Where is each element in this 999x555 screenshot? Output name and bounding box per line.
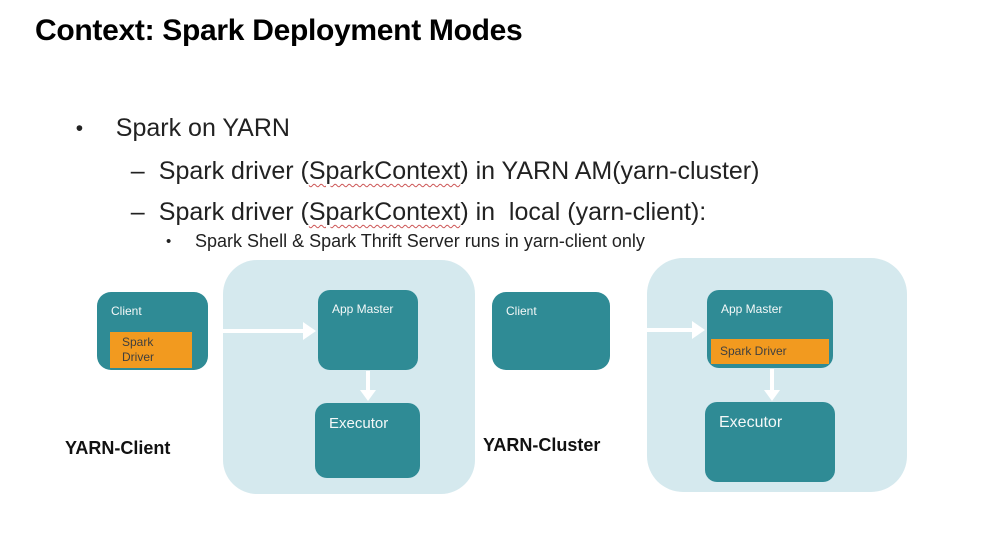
arrow-shaft xyxy=(366,371,370,392)
text-pre: Spark driver ( xyxy=(158,198,309,226)
sparkcontext-misspell-underline: SparkContext xyxy=(308,157,461,185)
dash-glyph: – xyxy=(130,157,145,185)
yarn-client-executor-box: Executor xyxy=(315,403,420,478)
yarn-client-app-master-box: App Master xyxy=(318,290,418,370)
bullet-yarn-cluster-text: Spark driver (SparkContext) in YARN AM(y… xyxy=(159,157,760,185)
arrow-head xyxy=(692,321,705,339)
arrow-right-icon xyxy=(615,319,705,341)
yarn-cluster-spark-driver-box: Spark Driver xyxy=(711,339,829,364)
sparkcontext-misspell-underline: SparkContext xyxy=(308,198,461,226)
client-box-label: Client xyxy=(506,304,537,318)
text-post: ) in YARN AM(yarn-cluster) xyxy=(460,157,760,185)
bullet-spark-on-yarn-text: Spark on YARN xyxy=(115,114,290,142)
yarn-cluster-client-box: Client xyxy=(492,292,610,370)
yarn-client-label: YARN-Client xyxy=(65,438,171,458)
arrow-head xyxy=(360,390,376,401)
text-post: ) in local (yarn-client): xyxy=(460,198,707,226)
app-master-label: App Master xyxy=(721,302,783,316)
executor-label: Executor xyxy=(719,414,783,431)
bullet-spark-shell-note: • Spark Shell & Spark Thrift Server runs … xyxy=(146,210,645,273)
yarn-cluster-label: YARN-Cluster xyxy=(483,435,601,455)
spark-driver-label: Spark Driver xyxy=(720,344,787,358)
spark-driver-label: Spark Driver xyxy=(122,335,154,364)
bullet-yarn-cluster-mode: –Spark driver (SparkContext) in YARN AM(… xyxy=(103,128,760,215)
executor-label: Executor xyxy=(329,415,389,432)
bullet-spark-on-yarn: • Spark on YARN xyxy=(48,85,290,172)
bullet-spark-shell-text: Spark Shell & Spark Thrift Server runs i… xyxy=(195,231,645,251)
bullet-yarn-client-text: Spark driver (SparkContext) in local (ya… xyxy=(159,198,706,226)
arrow-shaft xyxy=(213,329,305,333)
text-pre: Spark driver ( xyxy=(158,157,309,185)
arrow-shaft xyxy=(615,328,694,332)
arrow-down-icon xyxy=(761,369,783,401)
arrow-down-icon xyxy=(357,371,379,401)
arrow-head xyxy=(303,322,316,340)
client-box-label: Client xyxy=(111,304,142,318)
page-title: Context: Spark Deployment Modes xyxy=(35,14,523,47)
bullet-yarn-client-mode: –Spark driver (SparkContext) in local (y… xyxy=(103,169,706,256)
dash-glyph: – xyxy=(130,198,145,226)
yarn-client-spark-driver-box: Spark Driver xyxy=(110,332,192,368)
app-master-label: App Master xyxy=(332,302,394,316)
arrow-right-icon xyxy=(213,320,316,342)
arrow-shaft xyxy=(770,369,774,392)
bullet-dot-glyph: • xyxy=(75,117,84,140)
sub-bullet-dot-glyph: • xyxy=(166,233,172,250)
yarn-cluster-executor-box: Executor xyxy=(705,402,835,482)
arrow-head xyxy=(764,390,780,401)
